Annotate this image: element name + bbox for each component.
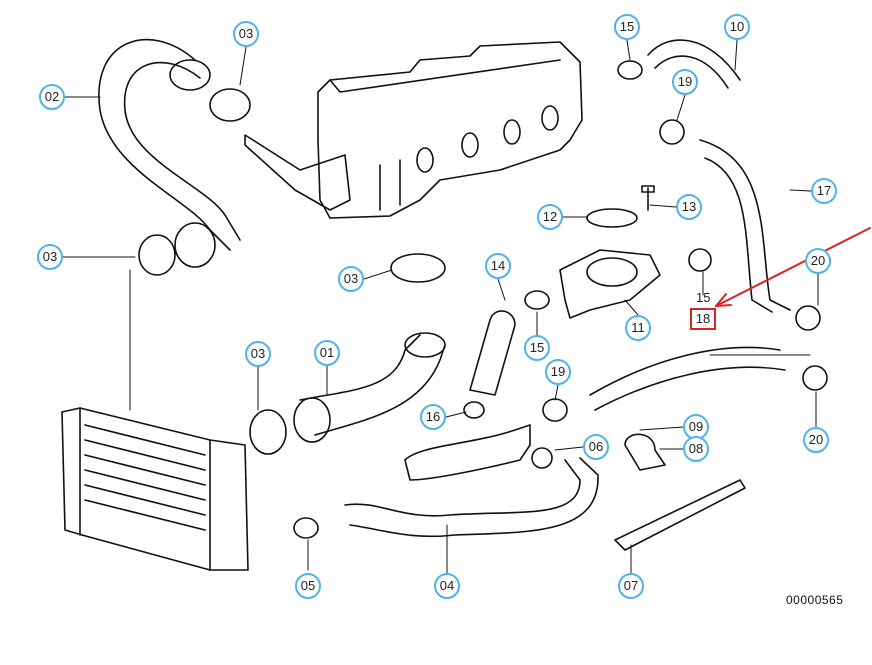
callout-05: 05 — [295, 573, 321, 599]
callout-03: 03 — [338, 266, 364, 292]
hose-clamp-part — [802, 365, 828, 391]
bolt-part — [641, 185, 655, 211]
hose-clamp-part — [542, 398, 568, 422]
heater-hose-part — [647, 39, 741, 89]
callout-08: 08 — [683, 436, 709, 462]
lower-radiator-hose-part — [293, 332, 446, 443]
callout-06: 06 — [583, 434, 609, 460]
outlet-pipe-part — [244, 134, 351, 211]
overflow-hose-part — [589, 346, 786, 411]
cylinder-head-part — [317, 41, 583, 219]
hose-clamp-part — [688, 248, 712, 272]
callout-03: 03 — [233, 21, 259, 47]
hose-clamp-part — [138, 234, 176, 276]
coolant-hose-part — [349, 457, 599, 538]
callout-15: 15 — [524, 335, 550, 361]
leader-lines — [61, 39, 819, 576]
callout-01: 01 — [314, 340, 340, 366]
label-15-plain: 15 — [696, 290, 711, 305]
thermostat-housing-part — [559, 249, 661, 319]
cable-strap-part — [614, 479, 746, 551]
callout-09: 09 — [683, 414, 709, 440]
callout-18-highlighted: 18 — [690, 308, 716, 330]
hose-clamp-part — [293, 517, 319, 539]
hose-clamp-part — [390, 253, 446, 283]
hose-clamp-part — [209, 88, 251, 122]
callout-03: 03 — [245, 341, 271, 367]
bracket-part — [624, 433, 666, 471]
bypass-hose-part — [469, 310, 516, 396]
callout-02: 02 — [39, 84, 65, 110]
callout-19: 19 — [672, 69, 698, 95]
hose-clamp-part — [617, 60, 643, 80]
water-pipe-part — [404, 424, 531, 481]
callout-20: 20 — [805, 248, 831, 274]
callout-15: 15 — [614, 14, 640, 40]
hose-clamp-part — [659, 119, 685, 145]
callout-19: 19 — [545, 359, 571, 385]
callout-07: 07 — [618, 573, 644, 599]
radiator-part — [61, 407, 249, 571]
callout-16: 16 — [420, 404, 446, 430]
callout-14: 14 — [485, 253, 511, 279]
callout-10: 10 — [724, 14, 750, 40]
o-ring-part — [586, 208, 638, 228]
hose-clamp-part — [524, 290, 550, 310]
callout-12: 12 — [537, 204, 563, 230]
hose-clamp-part — [795, 305, 821, 331]
callout-13: 13 — [676, 194, 702, 220]
hose-clamp-part — [249, 409, 287, 455]
hose-clamp-part — [531, 447, 553, 469]
callout-04: 04 — [434, 573, 460, 599]
coolant-hose-part — [344, 459, 581, 517]
highlight-arrow — [715, 227, 871, 307]
heater-return-hose-part — [699, 139, 791, 313]
upper-radiator-hose-part — [98, 38, 241, 268]
diagram-reference-number: 00000565 — [786, 593, 844, 607]
hose-clamp-part — [463, 401, 485, 419]
callout-11: 11 — [625, 315, 651, 341]
callout-17: 17 — [811, 178, 837, 204]
callout-03: 03 — [37, 244, 63, 270]
callout-20: 20 — [803, 427, 829, 453]
